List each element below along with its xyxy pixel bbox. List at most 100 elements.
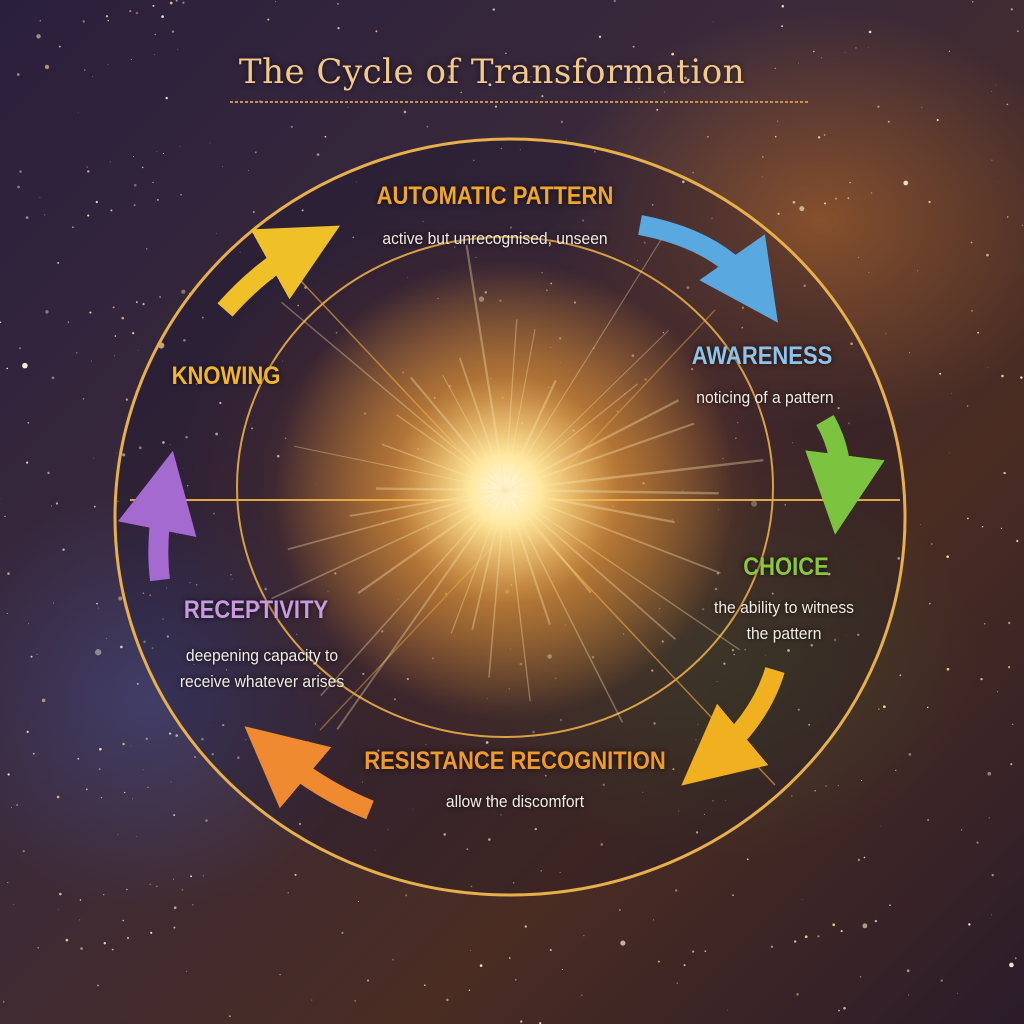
star — [877, 105, 880, 108]
star — [466, 848, 469, 851]
star — [559, 871, 561, 873]
star — [252, 211, 255, 214]
star — [147, 786, 149, 788]
star — [519, 149, 521, 151]
star — [57, 262, 60, 264]
star — [824, 202, 826, 205]
star — [744, 648, 747, 651]
star — [751, 500, 758, 507]
stage-receptivity-desc-1: deepening capacity to — [185, 646, 339, 665]
star — [25, 216, 29, 220]
star — [26, 730, 29, 733]
star — [405, 894, 408, 897]
star — [36, 653, 38, 655]
star — [53, 602, 55, 604]
star — [492, 8, 495, 11]
star — [32, 752, 35, 755]
light-ray — [504, 422, 695, 491]
star — [316, 153, 320, 157]
star — [181, 889, 184, 891]
star — [534, 827, 537, 831]
light-ray — [458, 357, 506, 491]
star — [337, 27, 340, 30]
star — [781, 25, 783, 28]
star — [762, 156, 764, 158]
star — [847, 197, 850, 200]
star — [72, 226, 74, 228]
star — [636, 260, 638, 262]
star — [919, 524, 921, 525]
star — [672, 77, 674, 79]
star — [921, 106, 923, 108]
star — [99, 747, 102, 751]
star — [183, 338, 186, 342]
star — [89, 311, 92, 314]
star — [855, 47, 857, 49]
star — [810, 643, 814, 647]
star — [522, 246, 523, 248]
star — [470, 950, 472, 951]
light-ray — [381, 443, 506, 491]
star — [202, 875, 204, 877]
star — [170, 781, 172, 783]
star — [980, 677, 983, 681]
star — [76, 352, 78, 354]
star — [791, 795, 793, 797]
light-ray — [504, 489, 624, 723]
star — [561, 968, 563, 970]
star — [968, 923, 971, 926]
star — [817, 935, 820, 938]
star — [393, 698, 396, 701]
star — [102, 894, 105, 896]
star — [818, 558, 820, 560]
star — [109, 161, 111, 163]
star — [664, 91, 666, 93]
star — [6, 612, 8, 614]
star — [161, 15, 164, 18]
star — [843, 1006, 846, 1010]
star — [366, 979, 370, 982]
star — [512, 882, 515, 884]
stage-automatic-pattern-desc: active but unrecognised, unseen — [382, 229, 608, 248]
star — [803, 284, 807, 288]
star — [977, 331, 979, 334]
star — [154, 53, 155, 55]
star — [787, 649, 790, 652]
star — [193, 663, 195, 665]
star — [801, 898, 803, 900]
star — [987, 367, 989, 369]
star — [133, 204, 136, 207]
light-ray — [410, 376, 506, 491]
star — [22, 850, 25, 853]
star — [473, 159, 475, 161]
star — [131, 332, 135, 335]
star — [602, 783, 605, 787]
star — [961, 829, 963, 831]
star — [797, 708, 800, 711]
star — [98, 768, 101, 771]
arrow-to-awareness — [638, 215, 778, 323]
star — [114, 355, 116, 357]
star — [995, 84, 997, 86]
star — [532, 730, 535, 734]
star — [505, 52, 507, 55]
star — [730, 66, 734, 69]
star — [930, 543, 933, 545]
star — [832, 923, 836, 927]
star — [50, 505, 52, 507]
star — [714, 587, 718, 591]
star — [337, 3, 339, 5]
star — [107, 19, 109, 22]
star — [845, 634, 847, 636]
star — [882, 705, 886, 709]
star — [903, 180, 909, 186]
star — [844, 52, 846, 54]
star — [107, 64, 109, 66]
star — [3, 1001, 5, 1003]
star — [222, 166, 224, 168]
star — [984, 623, 986, 625]
star — [939, 372, 942, 375]
star — [704, 950, 707, 953]
star — [1009, 962, 1014, 968]
star — [4, 515, 6, 517]
